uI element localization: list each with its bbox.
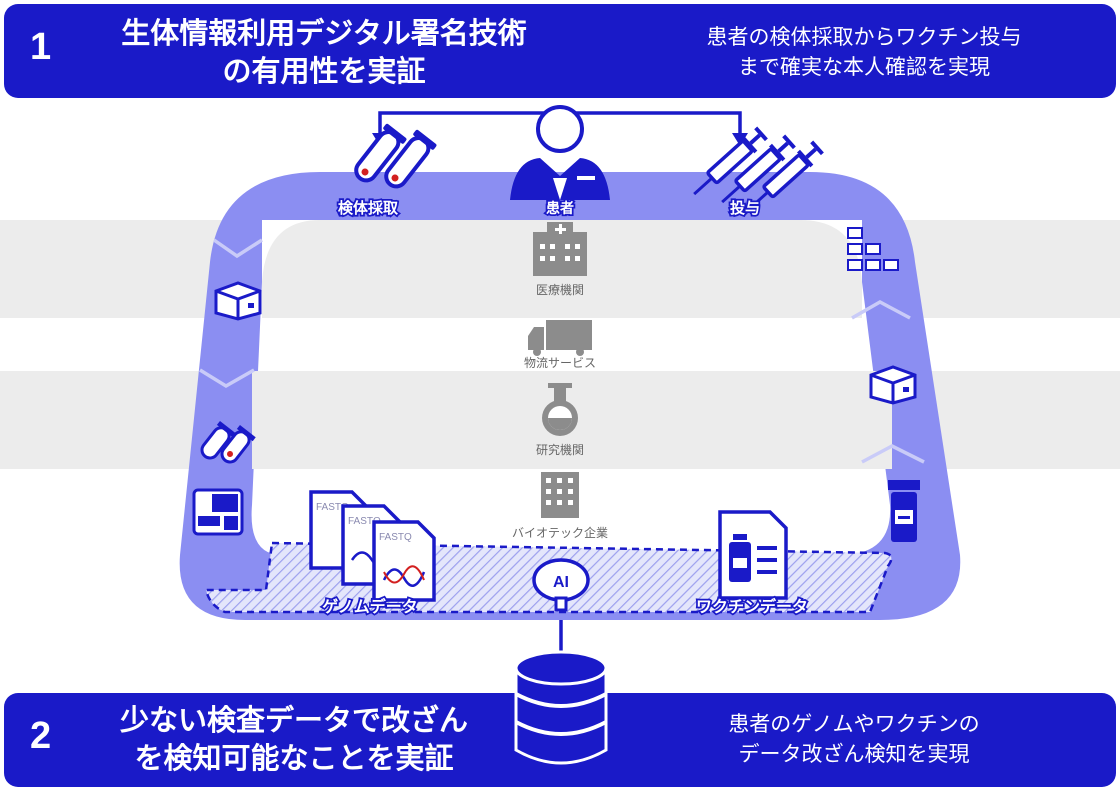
label-specimen: 検体採取 xyxy=(338,199,399,217)
syringe-icon xyxy=(693,126,824,210)
banner-2-description: 患者のゲノムやワクチンの データ改ざん検知を実現 xyxy=(654,709,1054,769)
patient-icon xyxy=(510,105,610,200)
banner-1-description: 患者の検体採取からワクチン投与 まで確実な本人確認を実現 xyxy=(644,22,1084,82)
vial-icon xyxy=(888,480,920,542)
banner-1-title-line2: の有用性を実証 xyxy=(222,54,426,88)
banner-1-number: 1 xyxy=(30,26,52,68)
banner-2-title-line2: を検知可能なことを実証 xyxy=(134,741,454,775)
hospital-icon xyxy=(533,222,587,276)
svg-text:AI: AI xyxy=(553,574,569,591)
ai-brain-icon: AI xyxy=(532,558,590,612)
banner-2-title-line1: 少ない検査データで改ざん xyxy=(119,703,468,737)
vaccine-document-icon xyxy=(718,510,788,600)
pallet-icon xyxy=(847,227,899,271)
flask-icon xyxy=(542,383,578,436)
banner-2: 2 少ない検査データで改ざん を検知可能なことを実証 患者のゲノムやワクチンの … xyxy=(4,693,1116,787)
label-administration: 投与 xyxy=(730,199,760,217)
test-tube-icon xyxy=(384,129,437,189)
svg-text:FASTQ: FASTQ xyxy=(316,502,349,513)
package-icon xyxy=(869,365,917,405)
test-tube-icon xyxy=(354,123,407,183)
svg-text:FASTQ: FASTQ xyxy=(348,516,381,527)
label-genome-data: ゲノムデータ xyxy=(322,597,418,616)
label-actor-0: 医療機関 xyxy=(536,282,584,297)
package-icon xyxy=(214,281,262,321)
test-tubes-icon xyxy=(200,420,256,464)
banner-2-desc-line1: 患者のゲノムやワクチンの xyxy=(728,712,980,736)
label-actor-1: 物流サービス xyxy=(524,356,596,370)
banner-2-desc-line2: データ改ざん検知を実現 xyxy=(738,742,970,766)
fastq-document-icon: FASTQ xyxy=(372,520,436,602)
svg-text:FASTQ: FASTQ xyxy=(379,532,412,543)
banner-1-desc-line2: まで確実な本人確認を実現 xyxy=(738,55,990,79)
banner-2-title: 少ない検査データで改ざん を検知可能なことを実証 xyxy=(64,701,524,777)
banner-1: 1 生体情報利用デジタル署名技術 の有用性を実証 患者の検体採取からワクチン投与… xyxy=(4,4,1116,98)
banner-2-number: 2 xyxy=(30,715,52,757)
label-actor-2: 研究機関 xyxy=(536,442,584,457)
label-actor-3: バイオテック企業 xyxy=(512,525,608,540)
banner-1-title: 生体情報利用デジタル署名技術 の有用性を実証 xyxy=(74,14,574,90)
truck-icon xyxy=(528,320,592,356)
banner-1-title-line1: 生体情報利用デジタル署名技術 xyxy=(121,16,527,50)
banner-1-desc-line1: 患者の検体採取からワクチン投与 xyxy=(706,25,1022,49)
label-vaccine-data: ワクチンデータ xyxy=(696,597,808,616)
office-building-icon xyxy=(541,472,579,518)
label-patient: 患者 xyxy=(546,200,574,217)
sequencer-icon xyxy=(192,488,244,536)
